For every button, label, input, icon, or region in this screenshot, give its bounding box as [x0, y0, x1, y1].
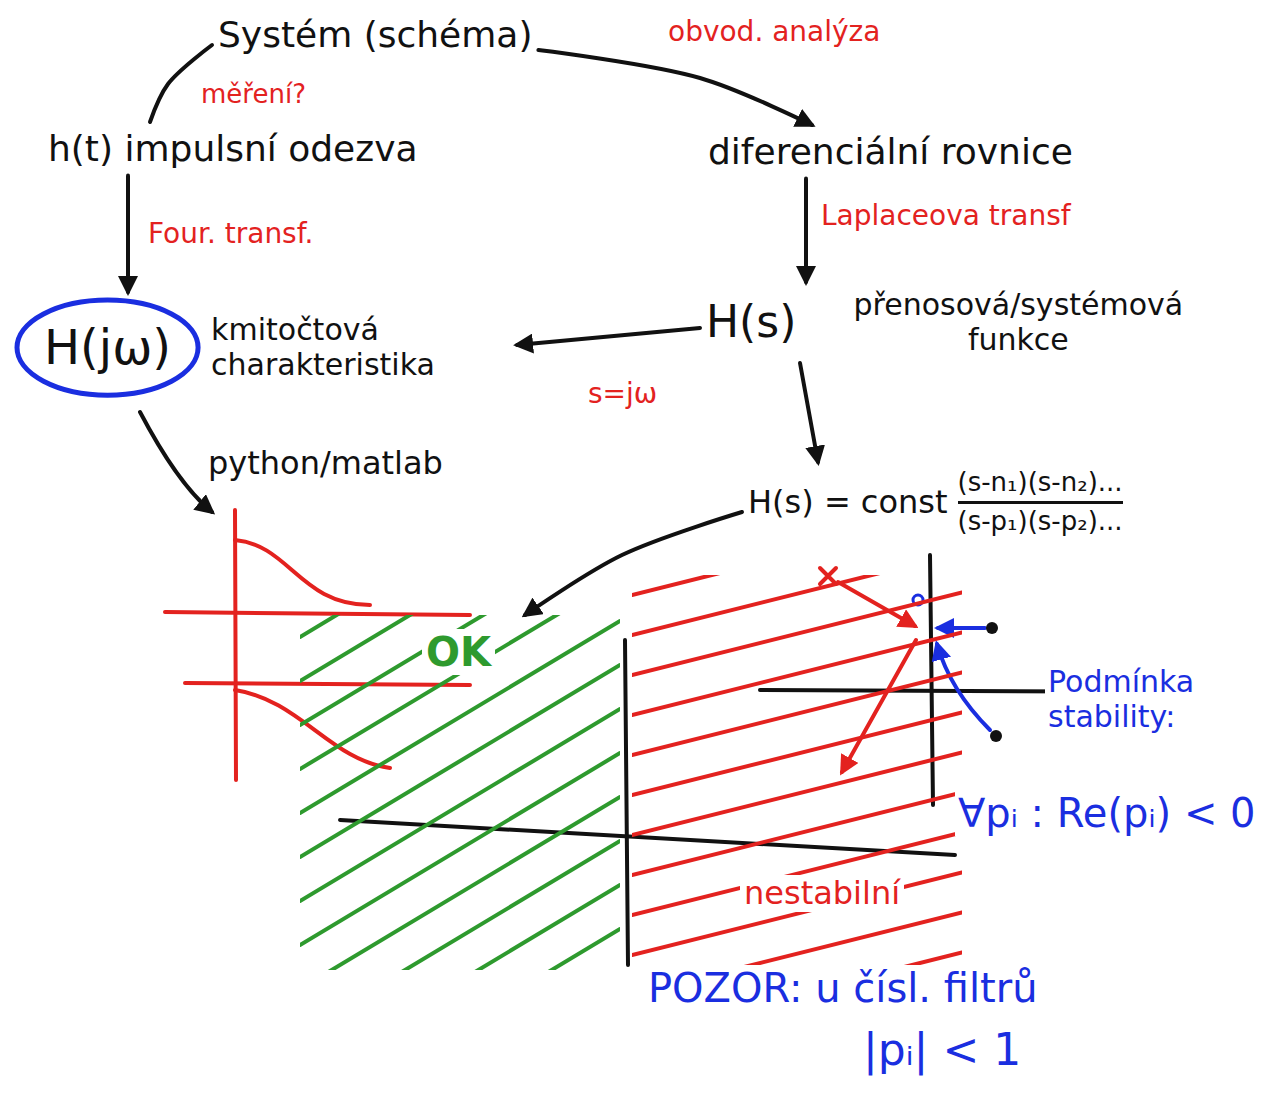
system-node: Systém (schéma) — [212, 8, 538, 61]
node-text: (s-p₁)(s-p₂)... — [958, 507, 1123, 537]
impulse-response-node: h(t) impulsní odezva — [42, 122, 424, 175]
node-text: Systém (schéma) — [218, 14, 532, 55]
fraction-bar — [958, 501, 1123, 504]
pole-zero-formula: H(s) = const (s-n₁)(s-n₂)... (s-p₁)(s-p₂).… — [742, 462, 1129, 543]
frequency-response-node: H(jω)kmitočtová charakteristika — [8, 292, 517, 403]
connector — [804, 178, 808, 282]
hatch-line — [632, 713, 962, 796]
connector — [800, 363, 818, 462]
hatch-line — [300, 621, 620, 813]
node-text: kmitočtová charakteristika — [211, 313, 511, 382]
hatch-line — [632, 593, 962, 676]
zero-arrow — [938, 626, 985, 630]
transfer-function-node: H(s) přenosová/systémová funkce — [700, 282, 1224, 363]
stability-heading: Podmínka stability: — [1045, 665, 1261, 734]
stable-region: OK — [300, 615, 620, 970]
hatch-line — [632, 673, 962, 756]
magnitude-curve — [235, 540, 370, 605]
node-text: přenosová/systémová funkce — [818, 288, 1218, 357]
tool-note: python/matlab — [205, 445, 446, 482]
digital-condition: |pᵢ| < 1 — [860, 1025, 1024, 1076]
zero-dot — [990, 730, 1002, 742]
hatch-line — [300, 929, 620, 970]
hatch-line — [300, 797, 620, 970]
edge-label: Laplaceova transf — [818, 200, 1074, 232]
connector — [126, 175, 130, 292]
plot-axis — [185, 683, 470, 685]
edge-label: měření? — [198, 80, 309, 110]
connector — [538, 50, 812, 125]
plot-arrow — [140, 412, 212, 512]
hatch-line — [632, 833, 962, 916]
imaginary-axis — [625, 640, 628, 965]
hatch-line — [632, 953, 962, 966]
hatch-line — [632, 633, 962, 716]
hatch-line — [300, 753, 620, 945]
real-axis — [340, 820, 955, 855]
differential-equation-node: diferenciální rovnice — [702, 125, 1079, 178]
node-text: H(s) = const — [748, 484, 948, 521]
node-text: (s-n₁)(s-n₂)... — [958, 468, 1123, 498]
hatch-line — [300, 841, 620, 970]
node-text: nestabilní — [740, 875, 904, 912]
hatch-line — [632, 793, 962, 876]
node-text: diferenciální rovnice — [708, 131, 1073, 172]
plot-axis — [165, 612, 470, 615]
edge-label: Four. transf. — [145, 218, 316, 250]
connector — [525, 512, 742, 615]
hatch-line — [300, 709, 620, 901]
hatch-line — [632, 873, 962, 956]
plot-axis — [235, 510, 236, 780]
hatch-line — [300, 615, 620, 725]
node-text: H(jω) — [14, 298, 201, 397]
fraction: (s-n₁)(s-n₂)... (s-p₁)(s-p₂)... — [958, 468, 1123, 537]
connector — [517, 328, 700, 345]
stability-condition: ∀pᵢ : Re(pᵢ) < 0 — [955, 790, 1259, 836]
edge-label: s=jω — [585, 378, 660, 410]
node-text: H(s) — [706, 297, 796, 348]
edge-label: obvod. analýza — [665, 16, 883, 48]
zero-dot — [986, 622, 998, 634]
pole-mark — [820, 568, 836, 584]
warning-note: POZOR: u čísl. filtrů — [645, 965, 1041, 1011]
hatch-line — [632, 753, 962, 836]
node-text: h(t) impulsní odezva — [48, 128, 418, 169]
unstable-region: nestabilní — [632, 575, 962, 965]
hatch-line — [300, 665, 620, 857]
hatch-line — [632, 913, 962, 966]
node-text: OK — [422, 629, 495, 675]
